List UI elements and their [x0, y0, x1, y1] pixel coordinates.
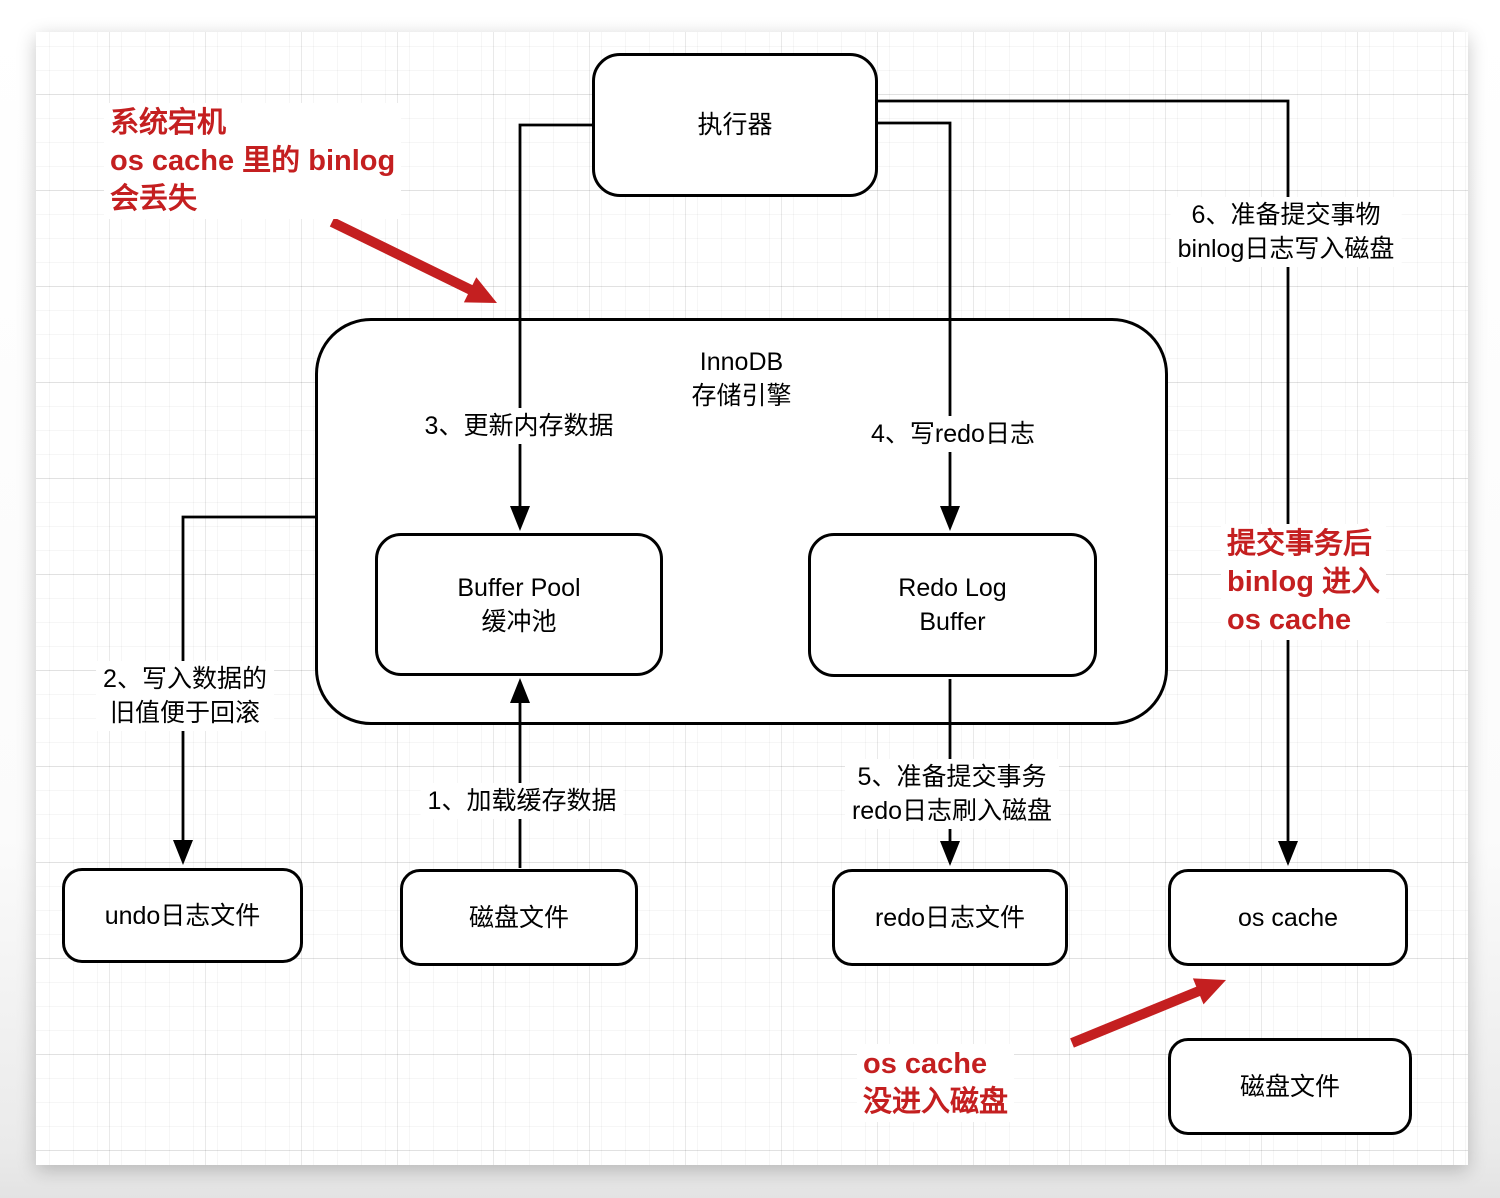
step-label-6[interactable]: 6、准备提交事物 binlog日志写入磁盘 [1170, 197, 1402, 267]
disk-file-center-label: 磁盘文件 [468, 903, 569, 932]
connector-executor-to-redo-log-buffer[interactable] [878, 121, 960, 531]
step-label-4[interactable]: 4、写redo日志 [864, 416, 1042, 452]
redo-log-buffer-label-line2: Buffer [919, 608, 986, 636]
innodb-title-line2: 存储引擎 [691, 382, 792, 410]
connector-innodb-to-undo-log-file[interactable] [173, 515, 316, 865]
crash-note-arrow[interactable] [329, 217, 497, 303]
node-os-cache[interactable]: os cache [1168, 869, 1408, 966]
step-label-2[interactable]: 2、写入数据的 旧值便于回滚 [96, 661, 274, 731]
node-disk-file-right[interactable]: 磁盘文件 [1168, 1038, 1412, 1135]
node-redo-log-file[interactable]: redo日志文件 [832, 869, 1068, 966]
node-disk-file-center[interactable]: 磁盘文件 [400, 869, 638, 966]
os-cache-label: os cache [1237, 903, 1339, 932]
not-flushed-arrow[interactable] [1070, 978, 1226, 1048]
buffer-pool-label-line2: 缓冲池 [481, 607, 557, 636]
node-buffer-pool[interactable]: Buffer Pool 缓冲池 [375, 533, 663, 676]
buffer-pool-label-line1: Buffer Pool [457, 573, 581, 602]
connector-executor-to-buffer-pool[interactable] [510, 123, 592, 531]
node-undo-log-file[interactable]: undo日志文件 [62, 868, 303, 963]
step-label-1[interactable]: 1、加载缓存数据 [420, 783, 624, 819]
node-executor[interactable]: 执行器 [592, 53, 878, 197]
node-redo-log-buffer[interactable]: Redo Log Buffer [808, 533, 1097, 677]
annotation-not-flushed-note[interactable]: os cache 没进入磁盘 [857, 1044, 1015, 1122]
connector-disk-file-to-buffer-pool[interactable] [510, 678, 530, 868]
undo-log-file-label: undo日志文件 [104, 901, 261, 930]
step-label-5[interactable]: 5、准备提交事务 redo日志刷入磁盘 [844, 759, 1060, 829]
innodb-title-line1: InnoDB [699, 348, 784, 376]
redo-log-buffer-label-line1: Redo Log [898, 574, 1007, 602]
disk-file-right-label: 磁盘文件 [1239, 1072, 1340, 1101]
node-executor-label: 执行器 [697, 111, 773, 139]
node-innodb-container[interactable]: InnoDB 存储引擎 [315, 318, 1168, 725]
redo-log-file-label: redo日志文件 [874, 903, 1026, 932]
step-label-3[interactable]: 3、更新内存数据 [417, 408, 621, 444]
annotation-commit-note[interactable]: 提交事务后 binlog 进入 os cache [1221, 524, 1387, 640]
annotation-crash-note[interactable]: 系统宕机 os cache 里的 binlog 会丢失 [104, 103, 402, 219]
